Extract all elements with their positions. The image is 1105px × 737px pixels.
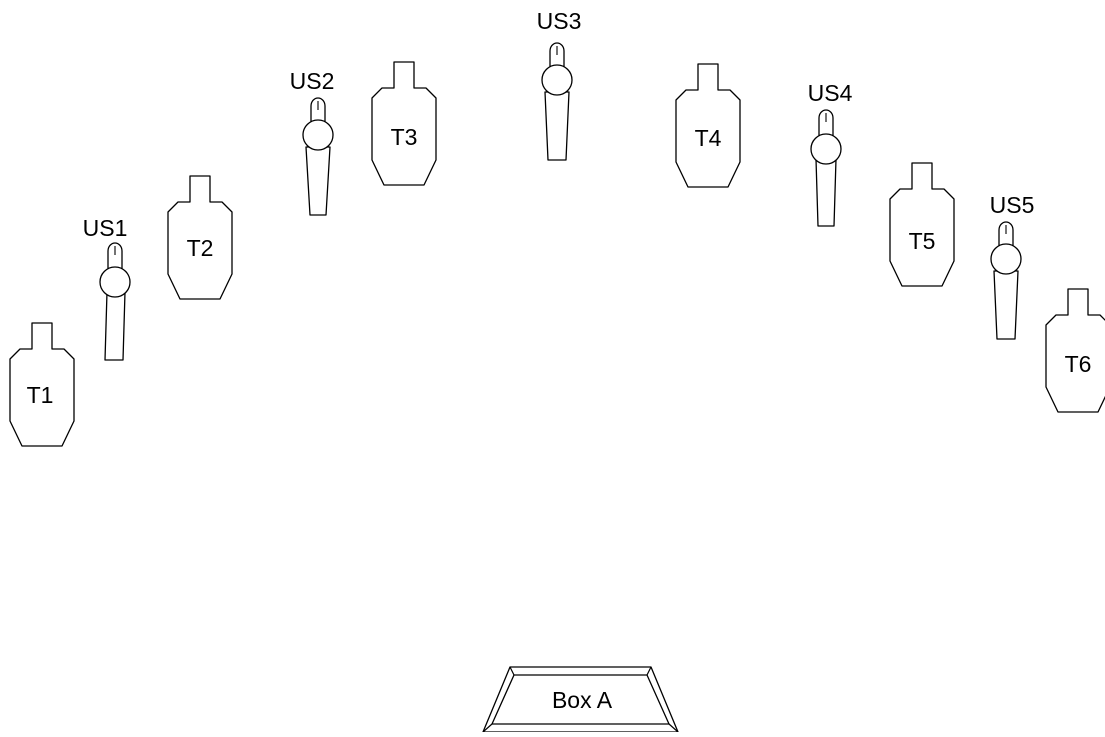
no-shoot-head <box>810 133 842 165</box>
no-shoot-body <box>104 291 126 361</box>
target-label: T3 <box>391 124 418 150</box>
target-outline <box>889 162 955 287</box>
no-shoot-label: US3 <box>537 8 582 34</box>
shooting-box-label: Box A <box>552 687 613 713</box>
target-label: T6 <box>1065 351 1092 377</box>
no-shoot-us2: US2 <box>290 68 335 216</box>
no-shoot-us1: US1 <box>83 215 131 361</box>
no-shoot-neck <box>107 242 123 270</box>
no-shoot-body <box>305 146 331 216</box>
no-shoot-label: US2 <box>290 68 335 94</box>
shooting-box-corner <box>646 666 652 676</box>
target-t3: T3 <box>371 61 437 186</box>
no-shoot-label: US5 <box>990 192 1035 218</box>
target-label: T5 <box>909 228 936 254</box>
no-shoot-us4: US4 <box>808 80 853 227</box>
no-shoot-body <box>544 91 570 161</box>
no-shoot-us5: US5 <box>990 192 1035 340</box>
shooting-box-a: Box A <box>482 666 679 733</box>
no-shoot-neck <box>818 109 834 137</box>
target-t1: T1 <box>9 322 75 447</box>
target-label: T2 <box>187 235 214 261</box>
no-shoot-body <box>815 158 837 227</box>
shooting-box-corner <box>509 666 515 676</box>
target-outline <box>9 322 75 447</box>
no-shoot-head <box>990 243 1022 275</box>
no-shoot-label: US1 <box>83 215 128 241</box>
no-shoot-body <box>993 270 1019 340</box>
no-shoot-head <box>99 266 131 298</box>
no-shoot-us3: US3 <box>537 8 582 161</box>
target-label: T1 <box>27 382 54 408</box>
target-t2: T2 <box>167 175 233 300</box>
no-shoot-neck <box>549 42 565 70</box>
no-shoot-neck <box>310 97 326 125</box>
target-outline <box>1045 288 1105 413</box>
no-shoot-label: US4 <box>808 80 853 106</box>
target-t6: T6 <box>1045 288 1105 413</box>
target-outline <box>167 175 233 300</box>
shooting-box-corner <box>668 723 679 733</box>
target-outline <box>371 61 437 186</box>
target-label: T4 <box>695 125 722 151</box>
target-t4: T4 <box>675 63 741 188</box>
target-t5: T5 <box>889 162 955 287</box>
target-outline <box>675 63 741 188</box>
no-shoot-head <box>302 119 334 151</box>
no-shoot-neck <box>998 221 1014 249</box>
no-shoot-head <box>541 64 573 96</box>
shooting-box-corner <box>482 723 493 733</box>
